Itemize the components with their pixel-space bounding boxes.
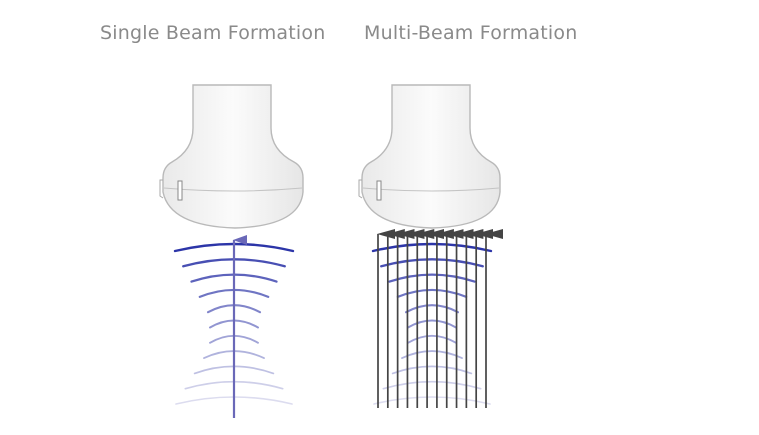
wavefront-arc (388, 273, 476, 283)
wavefront-arc (407, 334, 457, 344)
wavefront-arc (407, 319, 457, 329)
wavefront-arc (396, 288, 468, 298)
ultrasound-probe-icon (159, 84, 304, 229)
wavefront-arc (373, 396, 491, 405)
wavefront-arc (391, 365, 473, 375)
wavefront-arc (401, 350, 463, 360)
single-beam-title: Single Beam Formation (100, 22, 326, 44)
multi-beam-arrow-group (377, 229, 503, 408)
ultrasound-probe-icon (358, 84, 501, 229)
wavefront-arc (382, 380, 482, 390)
wavefront-arc (380, 258, 484, 268)
wavefront-arc (404, 304, 460, 314)
multi-beam-wavefronts (371, 242, 493, 405)
multi-beam-title: Multi-Beam Formation (364, 22, 578, 44)
wavefront-arc (371, 242, 493, 253)
